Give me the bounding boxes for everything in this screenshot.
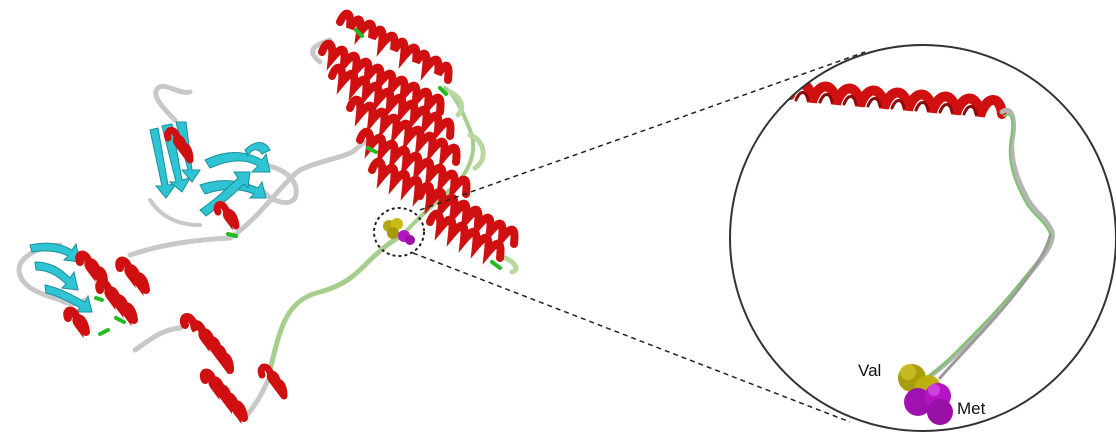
helix-small (115, 256, 150, 297)
coil-long-linker (267, 233, 405, 373)
protein-ribbon-overview (16, 9, 519, 425)
turn (98, 328, 110, 336)
sheet-strand (149, 127, 178, 199)
turn (94, 296, 104, 302)
turn (354, 28, 364, 38)
turn (226, 232, 238, 238)
helix-bottom (179, 313, 234, 375)
coil-right-loops (447, 89, 519, 275)
sheet-strand (244, 142, 271, 158)
sheet-strand (204, 152, 271, 173)
sheet-strand (44, 284, 93, 313)
coil-to-bottom-helix (242, 377, 271, 421)
helix-bottom (199, 368, 248, 425)
helix-bundle (356, 127, 471, 201)
val-atom (391, 218, 403, 230)
coil-middle-linker (227, 139, 375, 241)
sheet-strand (29, 242, 81, 263)
met-residue (904, 383, 953, 425)
met-atom (904, 388, 932, 416)
zoom-coil-grey (925, 107, 1055, 381)
coil-right-arc (259, 162, 299, 205)
turn (114, 316, 126, 324)
helix-bundle (336, 9, 453, 84)
zoom-coil-grey-strand (938, 234, 1052, 380)
zoom-connector-top (419, 51, 866, 211)
helix-small (63, 306, 90, 339)
zoom-helix-shade (794, 91, 978, 116)
coil-upper-linker (148, 198, 202, 227)
alpha-helices (63, 9, 519, 425)
turns (94, 28, 502, 336)
residue-label-met: Met (957, 399, 986, 418)
val-atom (387, 227, 399, 239)
helix-small (164, 127, 194, 164)
zoom-helix (785, 78, 1007, 119)
turn (366, 146, 378, 154)
coil-loops (16, 37, 519, 421)
residue-label-val: Val (858, 361, 881, 380)
coil-left-linker (127, 235, 233, 258)
val-atom (900, 364, 916, 380)
zoom-region-marker (373, 207, 425, 257)
coil-tail-bottom (132, 325, 183, 353)
zoom-inset: Val Met (729, 44, 1116, 432)
zoom-connector-bottom (412, 252, 851, 423)
turn (438, 86, 448, 96)
zoom-connectors (412, 51, 866, 423)
zoom-circle-border (729, 44, 1116, 432)
helix-small (75, 250, 108, 291)
helix-bundle (426, 209, 505, 265)
helix-small (213, 201, 240, 231)
helix-small (95, 278, 138, 327)
turn (490, 260, 502, 270)
coil-upper-left (153, 84, 193, 123)
sheet-strand (34, 261, 79, 291)
helix-bundle (318, 39, 445, 119)
met-atom (405, 235, 415, 245)
helix-bundle (416, 183, 519, 251)
met-atom (927, 399, 953, 425)
zoom-circle-background (730, 45, 1116, 431)
helix-bundle (346, 95, 461, 169)
helix-bundle (328, 63, 455, 143)
helix-bottom (257, 363, 288, 400)
met-atom (928, 384, 940, 396)
mutation-site-small (383, 218, 415, 245)
